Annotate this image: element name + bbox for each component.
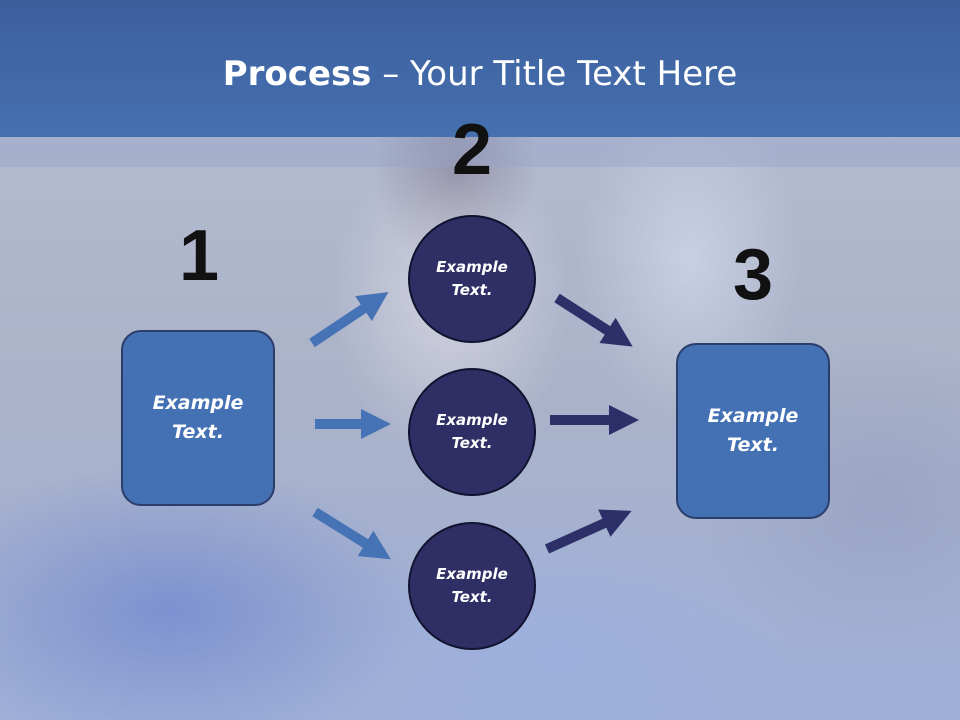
- step-3-box-line-2: Text.: [727, 434, 779, 456]
- step-3-box-line-1: Example: [707, 405, 799, 427]
- step-1-box-line-1: Example: [152, 392, 244, 414]
- circle-bottom-line-1: Example: [436, 565, 508, 583]
- circle-middle-line-1: Example: [436, 411, 508, 429]
- step-number-1: 1: [178, 216, 220, 296]
- slide-title: Process – Your Title Text Here: [0, 52, 960, 96]
- slide-title-bold: Process: [222, 54, 372, 94]
- step-2-circle-middle[interactable]: Example Text.: [408, 368, 536, 496]
- arrow-box-to-circle-3: [312, 507, 391, 560]
- circle-middle-line-2: Text.: [451, 434, 493, 452]
- step-2-circle-bottom[interactable]: Example Text.: [408, 522, 536, 650]
- arrow-box-to-circle-1: [309, 292, 389, 348]
- slide-title-rest: – Your Title Text Here: [371, 54, 738, 94]
- arrow-circle-3-to-box: [544, 509, 632, 554]
- title-bar: [0, 0, 960, 137]
- step-number-3: 3: [732, 235, 774, 315]
- circle-top-line-1: Example: [436, 258, 508, 276]
- step-1-box-line-2: Text.: [172, 421, 224, 443]
- circle-bottom-line-2: Text.: [451, 588, 493, 606]
- step-2-circle-top[interactable]: Example Text.: [408, 215, 536, 343]
- title-bar-band: [0, 137, 960, 167]
- step-1-box[interactable]: Example Text.: [121, 330, 275, 506]
- step-number-2: 2: [451, 110, 493, 190]
- arrow-circle-1-to-box: [554, 293, 633, 347]
- step-3-box[interactable]: Example Text.: [676, 343, 830, 519]
- circle-top-line-2: Text.: [451, 281, 493, 299]
